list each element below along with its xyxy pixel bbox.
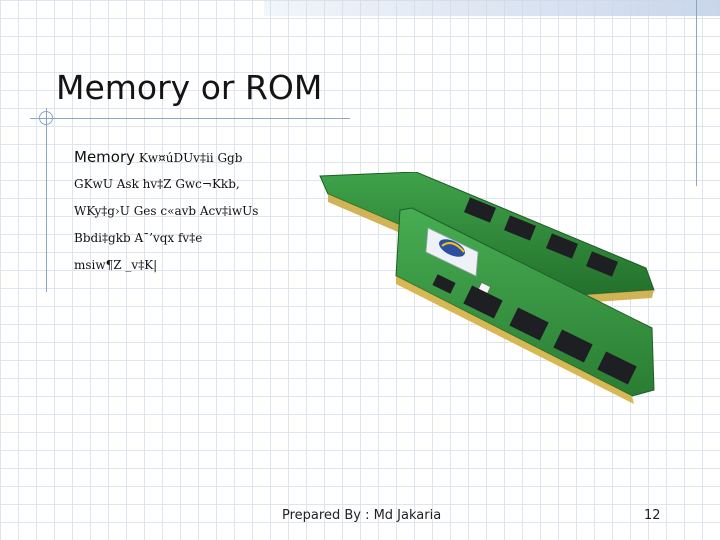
decorative-line-right: [696, 0, 697, 186]
body-line-1: Memory Kw¤úDUv‡ii Ggb: [74, 144, 304, 171]
ram-modules-image: [319, 172, 655, 404]
ram-module-back: [319, 172, 655, 304]
body-line-3: WKy‡g›U Ges c«avb Acv‡iwUs: [74, 204, 259, 218]
ram-module-front: [395, 207, 655, 404]
body-line-5: msiw¶Z _v‡K|: [74, 258, 158, 272]
top-accent-band: [264, 0, 720, 16]
title-circle-ornament: [39, 111, 53, 125]
body-line-4: Bbdi‡gkb A¯’vqx fv‡e: [74, 231, 203, 245]
decorative-line-left: [46, 108, 47, 292]
body-line-2: GKwU Ask hv‡Z Gwc¬Kkb,: [74, 177, 240, 191]
body-lead-rest: Kw¤úDUv‡ii Ggb: [138, 151, 243, 165]
page-number: 12: [644, 508, 661, 523]
body-text: Memory Kw¤úDUv‡ii Ggb GKwU Ask hv‡Z Gwc¬…: [74, 144, 304, 279]
slide-title: Memory or ROM: [56, 68, 323, 107]
module-label-sticker: [425, 227, 479, 277]
title-underline: [30, 118, 350, 119]
footer-text: Prepared By : Md Jakaria: [282, 508, 442, 523]
body-lead-word: Memory: [74, 148, 136, 166]
